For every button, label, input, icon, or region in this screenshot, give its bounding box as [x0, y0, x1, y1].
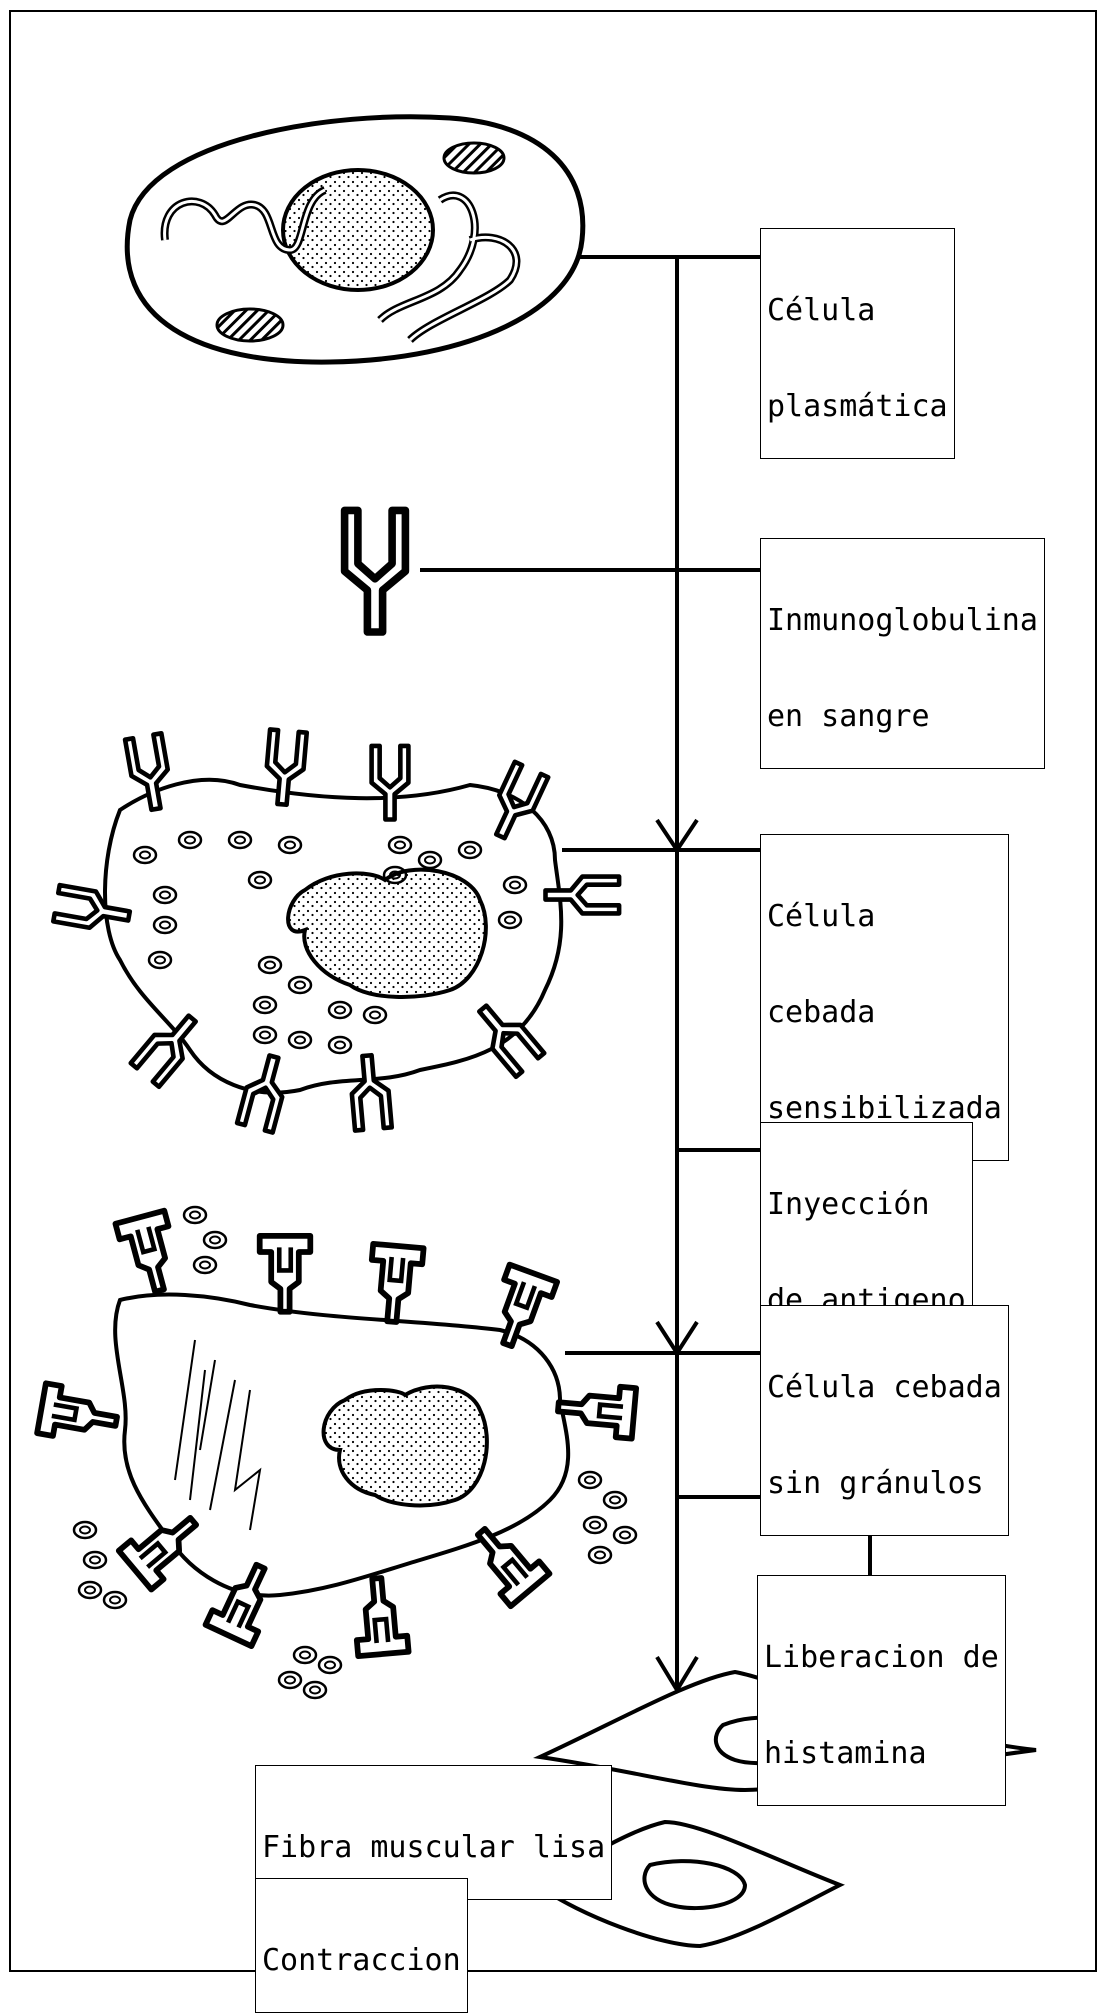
- histamine-release-label: Liberacion de histamina: [757, 1575, 1006, 1806]
- mitochondrion: [444, 143, 504, 173]
- degranulated-mast-cell-label: Célula cebada sin gránulos: [760, 1305, 1009, 1536]
- plasma-cell-label: Célula plasmática: [760, 228, 955, 459]
- plasma-cell-label-line-2: plasmática: [767, 391, 948, 423]
- mitochondrion: [217, 309, 283, 341]
- histamine-release-label-line-1: Liberacion de: [764, 1642, 999, 1674]
- immunoglobulin-label: Inmunoglobulina en sangre: [760, 538, 1045, 769]
- sensitized-mast-cell-label: Célula cebada sensibilizada: [760, 834, 1009, 1161]
- sensitized-mast-cell-label-line-3: sensibilizada: [767, 1093, 1002, 1125]
- plasma-cell-drawing: [127, 117, 583, 362]
- sensitized-mast-cell-drawing: [53, 729, 619, 1132]
- plasma-cell-label-line-1: Célula: [767, 295, 948, 327]
- immunoglobulin-label-line-1: Inmunoglobulina: [767, 605, 1038, 637]
- contraction-label: Contraccion: [255, 1878, 468, 2013]
- immunoglobulin-drawing: [345, 510, 406, 632]
- contraction-label-line-1: Contraccion: [262, 1945, 461, 1977]
- sensitized-mast-cell-label-line-2: cebada: [767, 997, 1002, 1029]
- antigen-injection-label-line-1: Inyección: [767, 1189, 966, 1221]
- smooth-muscle-fiber-label-line-1: Fibra muscular lisa: [262, 1832, 605, 1864]
- degranulated-mast-cell-label-line-1: Célula cebada: [767, 1372, 1002, 1404]
- degranulated-mast-cell-label-line-2: sin gránulos: [767, 1468, 1002, 1500]
- degranulated-mast-cell-drawing: [37, 1207, 636, 1698]
- immunoglobulin-label-line-2: en sangre: [767, 701, 1038, 733]
- sensitized-mast-cell-label-line-1: Célula: [767, 901, 1002, 933]
- histamine-release-label-line-2: histamina: [764, 1738, 999, 1770]
